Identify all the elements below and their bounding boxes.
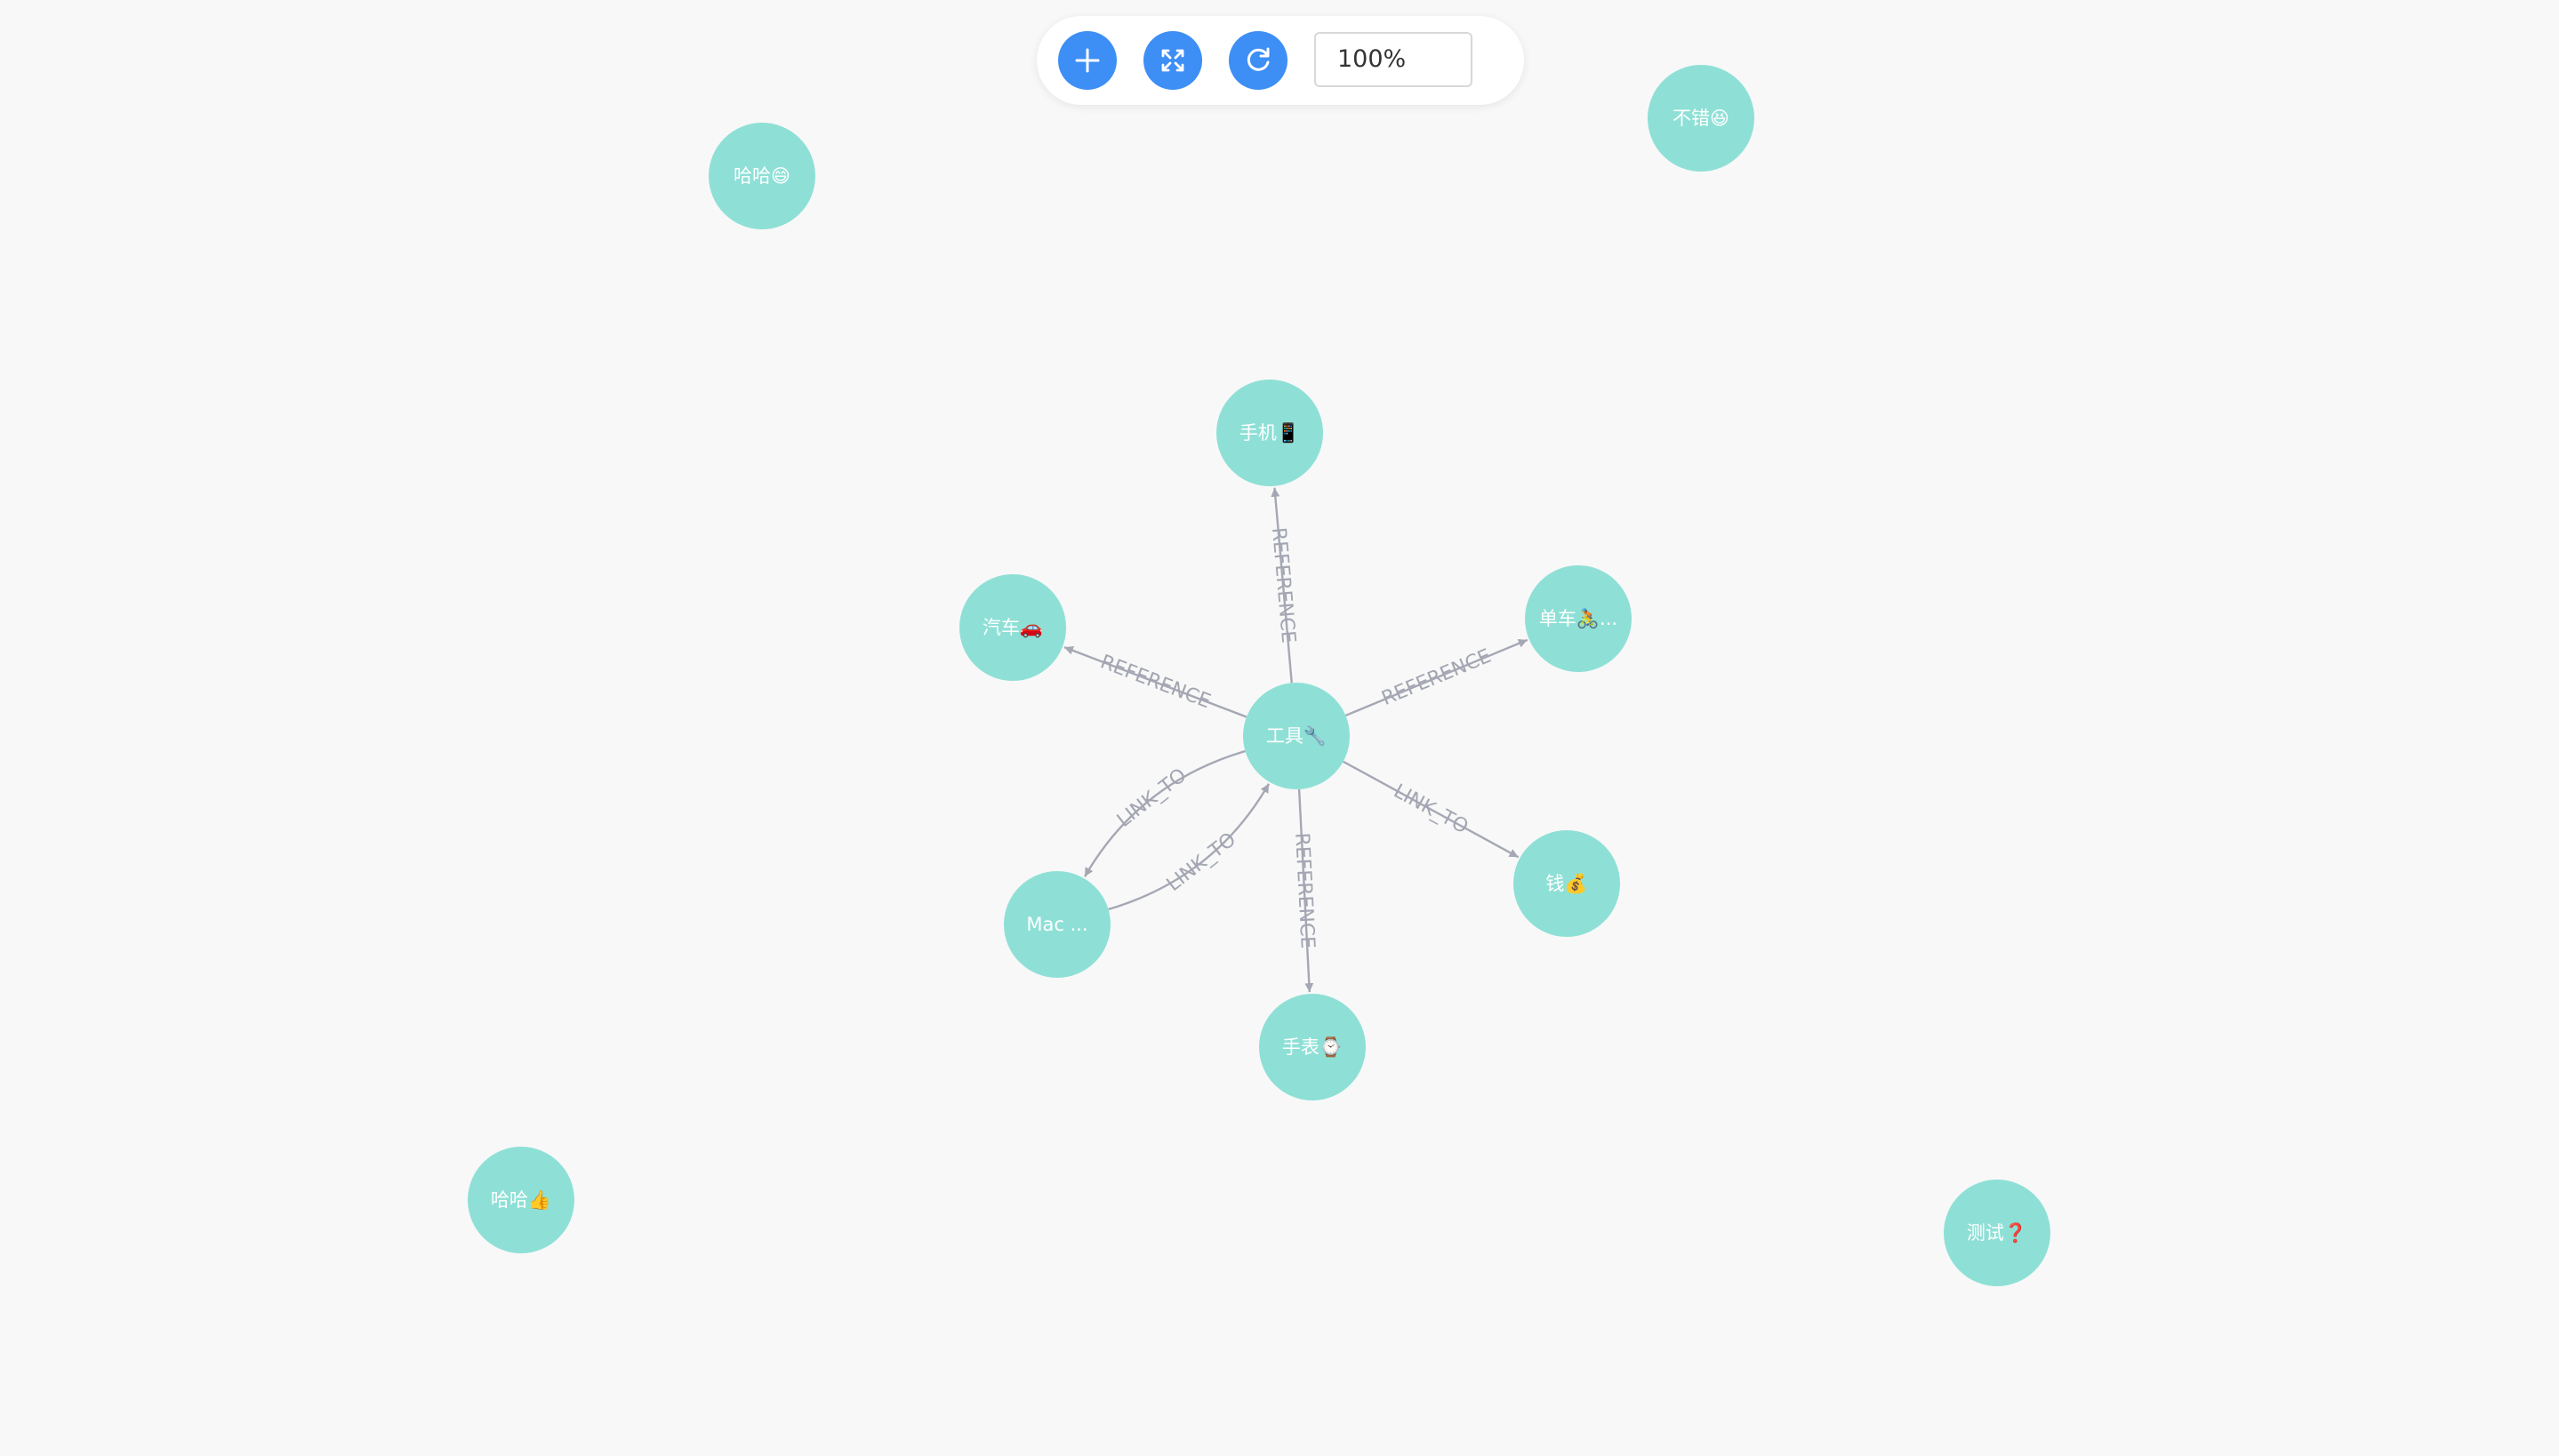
node-circle[interactable] (1004, 871, 1111, 978)
edge-line (1083, 749, 1246, 877)
node-test[interactable]: 测试❓ (1944, 1180, 2050, 1286)
node-watch[interactable]: 手表⌚ (1259, 994, 1366, 1100)
node-money[interactable]: 钱💰 (1513, 830, 1620, 937)
plus-icon (1075, 48, 1100, 73)
edge-line (1343, 760, 1520, 859)
edge-label: REFERENCE (1267, 526, 1299, 644)
fit-view-button[interactable] (1143, 31, 1202, 90)
edge-tool-phone[interactable]: REFERENCE (1267, 487, 1299, 684)
edge-label: REFERENCE (1378, 645, 1494, 710)
edge-line (1108, 783, 1271, 911)
node-circle[interactable] (468, 1147, 574, 1253)
edge-line (1063, 646, 1247, 718)
node-circle[interactable] (1216, 380, 1323, 486)
nodes-layer: 工具🔧 手机📱 汽车🚗 单车🚴... 钱💰 手表⌚ Mac ... 哈哈😄 不错😆 哈哈👍 测试❓ (468, 65, 2050, 1286)
node-circle[interactable] (1648, 65, 1754, 172)
refresh-icon (1247, 47, 1270, 71)
node-tool[interactable]: 工具🔧 (1243, 683, 1350, 789)
node-circle[interactable] (709, 123, 815, 229)
refresh-button[interactable] (1229, 31, 1288, 90)
node-circle[interactable] (1259, 994, 1366, 1100)
node-circle[interactable] (959, 574, 1066, 681)
edge-label: REFERENCE (1290, 832, 1319, 949)
edge-line (1297, 788, 1314, 993)
node-good[interactable]: 不错😆 (1648, 65, 1754, 172)
add-node-button[interactable] (1058, 31, 1117, 90)
node-circle[interactable] (1525, 565, 1632, 672)
graph-toolbar: 100% (1037, 16, 1524, 105)
edge-tool-car[interactable]: REFERENCE (1063, 646, 1247, 718)
edge-label: REFERENCE (1097, 651, 1214, 713)
node-circle[interactable] (1243, 683, 1350, 789)
node-phone[interactable]: 手机📱 (1216, 380, 1323, 486)
fit-view-icon (1161, 49, 1184, 72)
edge-tool-bike[interactable]: REFERENCE (1344, 638, 1528, 717)
node-mac[interactable]: Mac ... (1004, 871, 1111, 978)
node-haha1[interactable]: 哈哈😄 (709, 123, 815, 229)
node-haha2[interactable]: 哈哈👍 (468, 1147, 574, 1253)
zoom-level-input[interactable]: 100% (1314, 32, 1472, 87)
node-circle[interactable] (1513, 830, 1620, 937)
edge-label: LINK_TO (1390, 780, 1472, 839)
node-car[interactable]: 汽车🚗 (959, 574, 1066, 681)
edge-tool-money[interactable]: LINK_TO (1343, 760, 1520, 859)
edge-tool-watch[interactable]: REFERENCE (1290, 788, 1319, 993)
node-circle[interactable] (1944, 1180, 2050, 1286)
edge-line (1271, 487, 1293, 684)
edge-label: LINK_TO (1113, 764, 1191, 832)
edge-label: LINK_TO (1163, 828, 1240, 896)
edge-line (1344, 638, 1528, 717)
node-bike[interactable]: 单车🚴... (1525, 565, 1632, 672)
